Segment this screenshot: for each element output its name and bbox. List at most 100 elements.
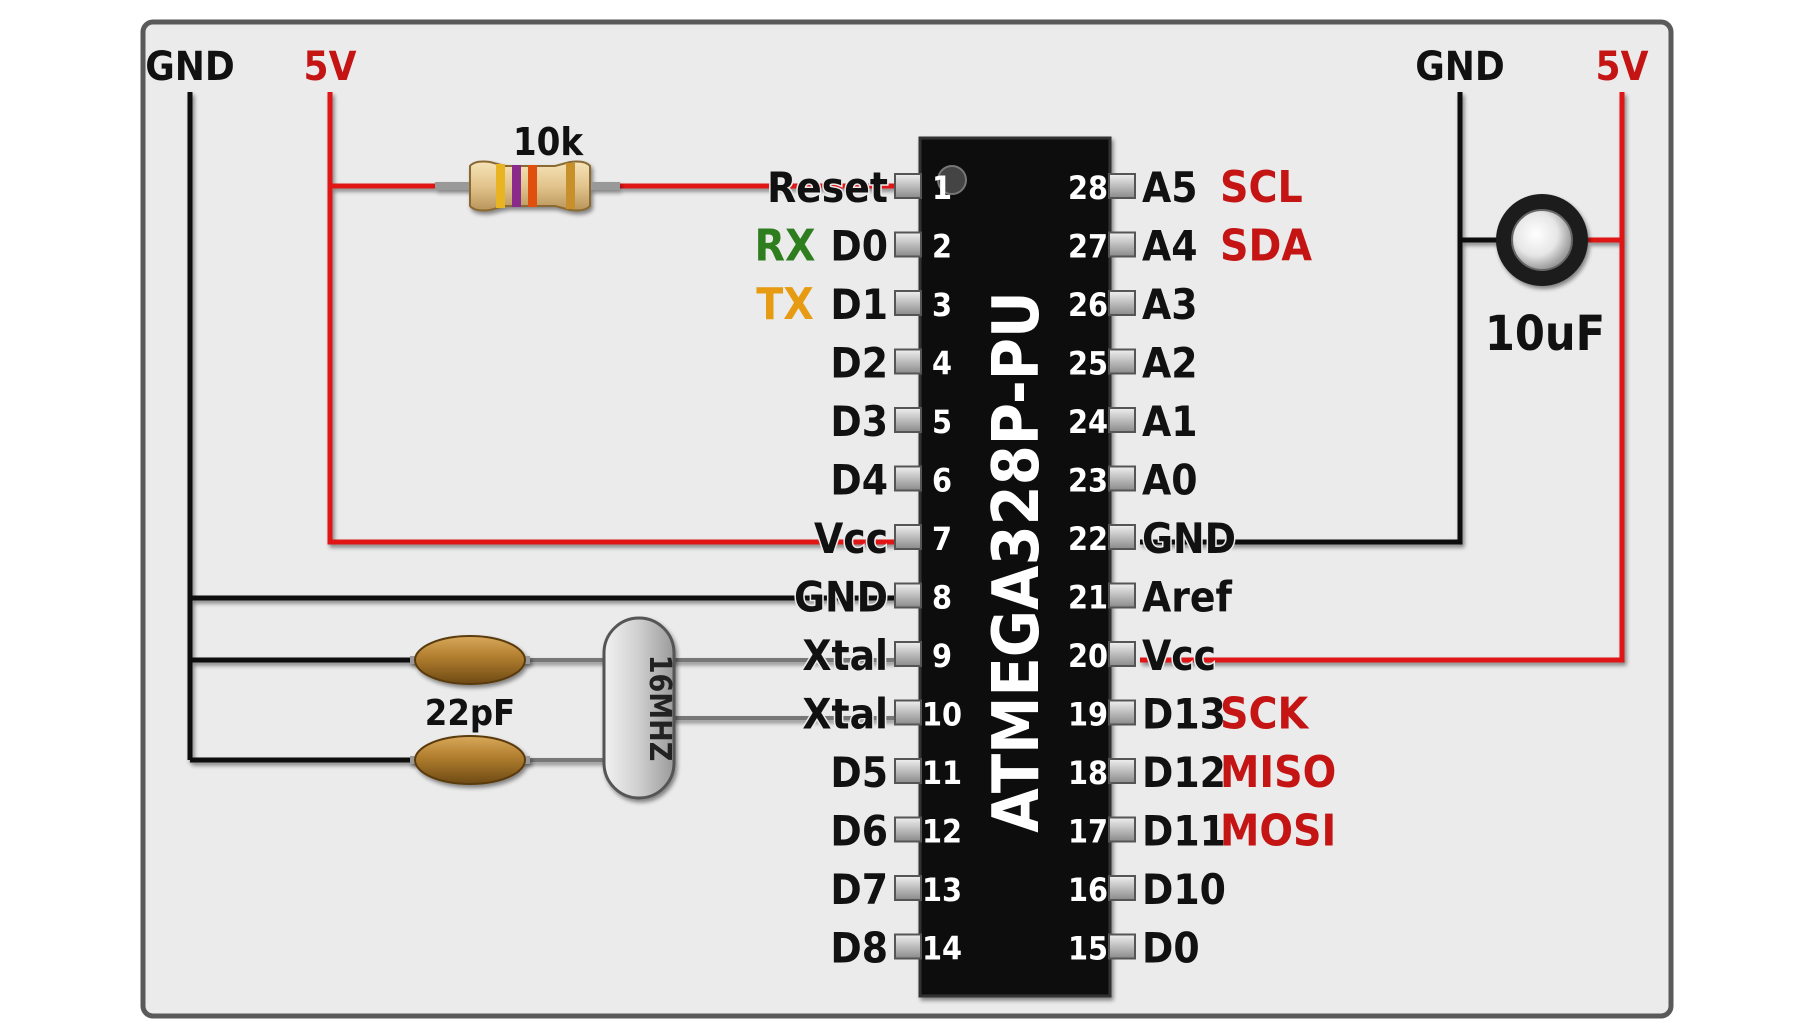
pin-function-label: RX xyxy=(754,221,815,272)
pin-8: 8 GND xyxy=(792,571,952,623)
pin-number: 15 xyxy=(1068,930,1108,968)
board-panel xyxy=(140,19,1674,1019)
capacitor-label: 10uF xyxy=(1485,306,1605,362)
pin-function-label: SDA xyxy=(1220,221,1312,272)
atmega328p-chip: ATMEGA328P-PU 1Reset2D0RX3D1TX4D25D36D47… xyxy=(754,136,1336,998)
pin-number: 23 xyxy=(1068,462,1108,500)
pin-label: Xtal xyxy=(802,690,888,739)
resistor-10k xyxy=(435,160,620,212)
pin-label: A5 xyxy=(1142,163,1198,212)
pin-label: D7 xyxy=(830,865,888,914)
pin-label: D5 xyxy=(830,748,888,797)
pin-number: 12 xyxy=(922,813,962,851)
pin-label: Vcc xyxy=(1142,631,1216,680)
pin-function-label: SCK xyxy=(1220,689,1310,740)
pin-number: 2 xyxy=(932,228,952,266)
crystal-capacitor-2 xyxy=(410,735,530,785)
pin-10: 10 Xtal xyxy=(801,688,962,740)
pin-23: 23 A0 xyxy=(1068,454,1199,506)
pin-label: D13 xyxy=(1142,690,1226,739)
pin-25: 25 A2 xyxy=(1068,337,1199,389)
pin-label: D6 xyxy=(830,807,888,856)
wire-right-5v-rail xyxy=(1140,92,1625,663)
pin-label: Xtal xyxy=(802,631,888,680)
pin-function-label: TX xyxy=(756,279,814,330)
pin-label: D10 xyxy=(1142,865,1226,914)
capacitor-10uf xyxy=(1496,194,1588,286)
pin-26: 26 A3 xyxy=(1068,279,1199,331)
pin-number: 6 xyxy=(932,462,952,500)
wires xyxy=(187,92,1625,763)
pin-number: 9 xyxy=(932,637,952,675)
pin-label: D3 xyxy=(830,397,888,446)
pin-number: 18 xyxy=(1068,754,1108,792)
pin-label: D12 xyxy=(1142,748,1226,797)
pin-label: GND xyxy=(794,573,888,622)
pin-label: D0 xyxy=(1142,924,1200,973)
pin-24: 24 A1 xyxy=(1068,396,1199,448)
pin-label: A4 xyxy=(1142,222,1198,271)
pin-number: 20 xyxy=(1068,637,1108,675)
pin-number: 7 xyxy=(932,520,952,558)
pin-label: Vcc xyxy=(814,514,888,563)
pin-label: A3 xyxy=(1142,280,1198,329)
crystal-capacitor-1 xyxy=(410,635,530,685)
pin-function-label: MISO xyxy=(1220,747,1336,798)
pin-label: A0 xyxy=(1142,456,1198,505)
pin-label: A2 xyxy=(1142,339,1198,388)
wire-left-5v-rail xyxy=(327,92,895,545)
pin-7: 7 Vcc xyxy=(812,513,952,565)
pin-label: D4 xyxy=(830,456,888,505)
pin-5: 5 D3 xyxy=(829,396,952,448)
pin-number: 22 xyxy=(1068,520,1108,558)
pin-number: 16 xyxy=(1068,871,1108,909)
pin-14: 14 D8 xyxy=(829,922,962,974)
pin-number: 4 xyxy=(932,345,952,383)
pin-number: 3 xyxy=(932,286,952,324)
pin-number: 1 xyxy=(932,169,952,207)
pin-16: 16 D10 xyxy=(1068,864,1228,916)
chip-pin1-marker xyxy=(937,165,967,195)
pin-number: 11 xyxy=(922,754,962,792)
pin-label: D1 xyxy=(830,280,888,329)
pin-number: 13 xyxy=(922,871,962,909)
pin-label: D8 xyxy=(830,924,888,973)
pin-label: A1 xyxy=(1142,397,1198,446)
pin-number: 10 xyxy=(922,696,962,734)
pin-number: 28 xyxy=(1068,169,1108,207)
pin-15: 15 D0 xyxy=(1068,922,1201,974)
left-5v-label: 5V xyxy=(304,44,357,90)
pin-label: D2 xyxy=(830,339,888,388)
pin-label: Aref xyxy=(1142,573,1233,622)
right-gnd-label: GND xyxy=(1415,44,1505,90)
left-gnd-label: GND xyxy=(145,44,235,90)
resistor-label: 10k xyxy=(513,120,585,164)
pin-12: 12 D6 xyxy=(829,805,962,857)
right-5v-label: 5V xyxy=(1596,44,1649,90)
pin-20: 20 Vcc xyxy=(1068,630,1218,682)
pin-4: 4 D2 xyxy=(829,337,952,389)
pin-number: 21 xyxy=(1068,579,1108,617)
pin-number: 8 xyxy=(932,579,952,617)
pin-11: 11 D5 xyxy=(829,747,962,799)
pin-3: 3 D1 TX xyxy=(756,279,952,331)
pin-number: 17 xyxy=(1068,813,1108,851)
pin-number: 14 xyxy=(922,930,962,968)
chip-body xyxy=(918,136,1112,998)
pin-number: 24 xyxy=(1068,403,1108,441)
pin-13: 13 D7 xyxy=(829,864,962,916)
pin-number: 5 xyxy=(932,403,952,441)
pin-label: Reset xyxy=(767,163,888,212)
chip-name: ATMEGA328P-PU xyxy=(980,291,1054,832)
pin-number: 25 xyxy=(1068,345,1108,383)
pin-number: 26 xyxy=(1068,286,1108,324)
pin-label: D11 xyxy=(1142,807,1226,856)
